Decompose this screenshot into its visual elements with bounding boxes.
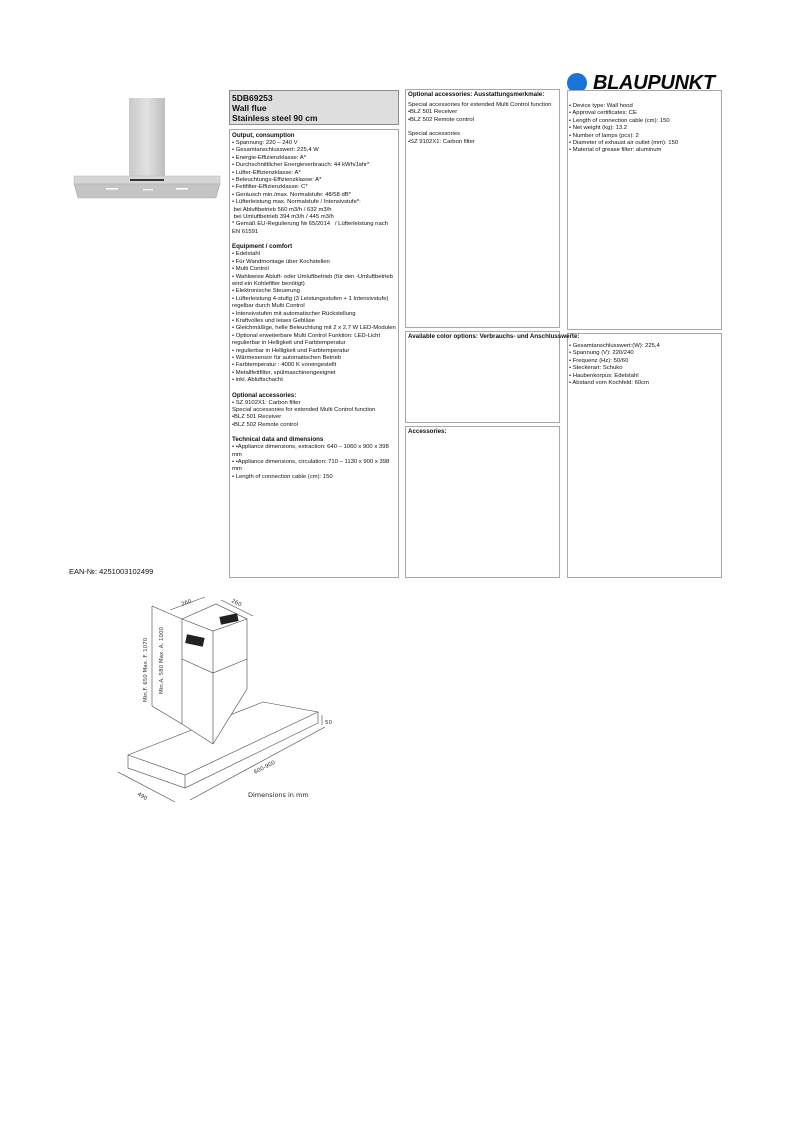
spec-line: • Beleuchtungs-Effizienzklasse: A* [232,177,322,184]
spec-line: • Length of connection cable (cm): 150 [232,473,333,480]
accessory-line [408,124,557,131]
section-equipment-comfort: Equipment / comfort • Edelstahl • Für Wa… [232,243,396,384]
spec-line: • Intensivstufen mit automatischer Rücks… [232,310,356,317]
accessory-line: Special accessories [408,131,461,138]
spec-line: • Wahlweise Abluft- oder Umluftbetrieb (… [232,273,395,287]
spec-line: • regulierbar in Helligkeit und Farbtemp… [232,347,350,354]
info-line: • Approval certificates: CE [569,110,637,117]
drawing-caption: Dimensions in mm [248,791,309,799]
spec-line: • Durchschnittlicher Energieverbrauch: 4… [232,162,370,169]
accessories-box: Accessories: [405,426,560,578]
dim-depth: 490 [136,792,149,803]
spec-line: • Gleichmäßige, helle Beleuchtung mit 2 … [232,325,396,332]
info-line: • Material of grease filter: aluminum [569,147,662,154]
spec-line: • Für Wandmontage über Kochstellen [232,258,330,265]
accessory-line: •BLZ 502 Remote control [408,116,474,123]
spec-line: • Lüfter-Effizienzklasse: A* [232,169,301,176]
accessory-line: •SZ 9102X1: Carbon filter [408,138,475,145]
section-heading: Optional accessories: [232,391,297,399]
spec-line: • inkl. Abluftschacht [232,377,283,384]
spec-line: • SZ 9102X1: Carbon filter [232,399,301,406]
connection-values-box: • Gesamtanschlusswert:(W): 225,4 • Spann… [567,333,722,578]
box-heading: Available color options: Verbrauchs- und… [408,333,580,340]
info-line: • Number of lamps (pcs): 2 [569,132,639,139]
spec-line: • Metallfettfilter, spülmaschinengeeigne… [232,369,336,376]
box-heading: Accessories: [408,428,447,435]
spec-line: * Gemäß EU-Regulierung № 65/2014 / Lüfte… [232,221,390,235]
spec-line: • Elektronische Steuerung [232,288,300,295]
spec-line: •BLZ 502 Remote control [232,421,298,428]
info-line: • Diameter of exhaust air outlet (mm): 1… [569,140,679,147]
value-line: • Steckerart: Schuko [569,365,623,372]
accessory-line: Special accessories for extended Multi C… [408,102,552,108]
device-info-box: • Device type: Wall hood • Approval cert… [567,90,722,330]
box-heading: Optional accessories: Ausstattungsmerkma… [408,91,545,98]
spec-line: • Spannung: 220 – 240 V [232,140,298,146]
spec-line: • Farbtemperatur : 4000 K voreingestellt [232,362,337,369]
section-heading: Equipment / comfort [232,243,293,251]
specs-box: Output, consumption • Spannung: 220 – 24… [229,129,399,578]
section-technical-data: Technical data and dimensions • •Applian… [232,436,396,481]
optional-accessories-box: Optional accessories: Ausstattungsmerkma… [405,89,560,328]
dim-chimney-width: 260 [181,598,193,607]
value-line: • Haubenkorpus: Edelstahl [569,372,639,379]
dim-width: 600-900 [253,760,277,776]
spec-line: • Wärmesensor für automatischen Betrieb [232,354,342,361]
ean-number: EAN-№: 4251003102499 [69,567,154,576]
spec-line: • Kraftvolles und leises Gebläse [232,317,315,324]
product-finish: Stainless steel 90 cm [232,113,318,123]
color-options-box: Available color options: Verbrauchs- und… [405,331,580,423]
spec-line: bei Umluftbetrieb 394 m3/h / 445 m3/h [232,214,334,221]
spec-line: • Geräusch min./max. Normalstufe: 48/58 … [232,191,351,198]
dim-height-a: Min.A. 580 Max. A. 1000 [159,627,165,694]
brand-logo: BLAUPUNKT [567,71,717,95]
value-line: • Frequenz (Hz): 50/60 [569,357,629,364]
brand-name: BLAUPUNKT [593,71,715,94]
value-line: • Abstand vom Kochfeld: 60cm [569,380,649,387]
section-optional-accessories: Optional accessories: • SZ 9102X1: Carbo… [232,392,396,430]
spec-line: • Gesamtanschlusswert: 225,4 W [232,147,319,154]
section-heading: Technical data and dimensions [232,436,324,444]
spec-line: • Edelstahl [232,251,260,258]
spec-line: • Lüfterleistung 4-stufig (3 Leistungsst… [232,295,391,310]
model-number: 5DB69253 [232,93,273,103]
info-line: • Device type: Wall hood [569,103,633,109]
spec-line: Special accessories for extended Multi C… [232,407,376,413]
spec-line: •BLZ 501 Receiver [232,414,282,421]
dim-height-f: Min.F. 650 Max. F. 1070 [143,637,149,702]
info-line: • Length of connection cable (cm): 150 [569,117,670,124]
spec-line: • •Appliance dimensions, extraction: 640… [232,444,391,458]
spec-line: • Optional erweiterbare Multi Control Fu… [232,332,382,347]
section-heading: Output, consumption [232,132,295,139]
product-type: Wall flue [232,103,267,113]
info-line: • Net weight (kg): 13.2 [569,125,628,132]
spec-line: • Fettfilter-Effizienzklasse: C* [232,184,308,191]
value-line: • Gesamtanschlusswert:(W): 225,4 [569,343,660,349]
spec-line: bei Abluftbetrieb 560 m3/h / 632 m3/h [232,206,332,213]
accessory-line: •BLZ 501 Receiver [408,109,458,116]
product-title-box: 5DB69253 Wall flue Stainless steel 90 cm [229,90,399,125]
spec-line: • •Appliance dimensions, circulation: 71… [232,459,391,473]
value-line: • Spannung (V): 220/240 [569,350,634,357]
spec-line: • Multi Control [232,266,269,273]
logo-dot-icon [567,73,587,93]
dim-thickness: 50 [325,720,332,726]
spec-line: • Energie-Effizienzklasse: A* [232,154,306,161]
dim-chimney-depth: 260 [230,598,243,608]
section-output-consumption: Output, consumption • Spannung: 220 – 24… [232,132,396,236]
dimension-drawing: 260 260 Min.F. 650 Max. F. 1070 Min.A. 5… [110,592,350,807]
product-image [68,96,226,206]
spec-line: • Lüfterleistung max. Normalstufe / Inte… [232,199,361,206]
